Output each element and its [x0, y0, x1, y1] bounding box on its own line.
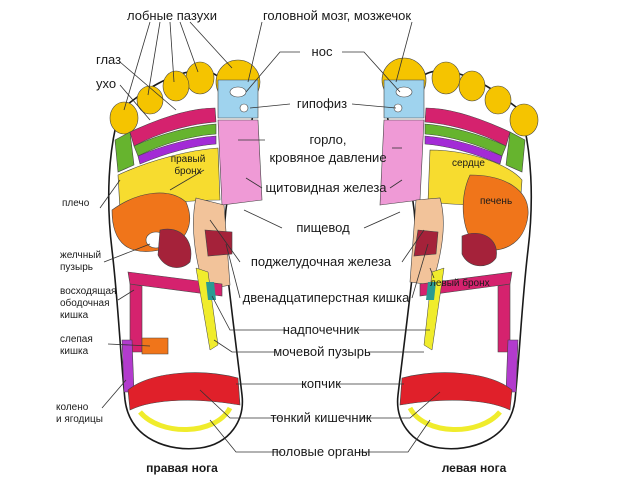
right-foot — [107, 59, 263, 450]
right-duodenum-zone — [204, 229, 233, 257]
leader-lines — [99, 21, 441, 453]
right-maroon-zone — [157, 228, 192, 268]
right-shoulder-green — [114, 131, 135, 173]
label-left-bronchus: левый бронх — [430, 277, 490, 289]
right-toe-2 — [185, 61, 215, 95]
left-eye-ear-band — [424, 107, 511, 147]
label-right-bronchus-1: правый — [171, 154, 206, 165]
left-shoulder-green — [505, 131, 526, 173]
right-eye-ear-band — [129, 107, 217, 147]
left-band-purple — [424, 135, 503, 165]
label-small-intestine: тонкий кишечник — [270, 410, 371, 425]
label-gallbladder-2: пузырь — [60, 262, 93, 273]
label-colon-2: ободочная — [60, 297, 110, 309]
left-brain-dot — [395, 86, 413, 98]
label-adrenal: надпочечник — [283, 322, 360, 337]
label-cecum-1: слепая — [60, 334, 93, 345]
right-toe-3 — [162, 70, 190, 102]
label-pituitary: гипофиз — [297, 96, 347, 111]
right-ureter-zone — [195, 267, 219, 351]
right-cecum-zone — [141, 337, 169, 355]
label-ear: ухо — [96, 76, 116, 91]
right-teal-zone — [206, 282, 216, 300]
left-band-green — [424, 123, 507, 157]
right-colon-bar — [127, 271, 223, 297]
left-toe-3 — [458, 70, 486, 102]
label-cecum-2: кишка — [60, 346, 89, 357]
label-nose: нос — [312, 44, 333, 59]
label-throat-1: горло, — [309, 132, 346, 147]
label-brain: головной мозг, мозжечок — [263, 8, 411, 23]
right-knee-zone — [121, 339, 135, 393]
label-liver: печень — [480, 196, 512, 207]
label-bladder: мочевой пузырь — [273, 344, 371, 359]
label-heart: сердце — [452, 158, 485, 169]
label-left-foot: левая нога — [442, 461, 507, 475]
left-toe-5 — [509, 103, 539, 137]
left-colon-bar — [419, 271, 513, 297]
label-coccyx: копчик — [301, 376, 341, 391]
right-heel-arc — [138, 406, 233, 432]
label-duodenum: двенадцатиперстная кишка — [243, 290, 411, 305]
label-esophagus: пищевод — [296, 220, 350, 235]
left-knee-zone — [505, 339, 519, 393]
label-right-bronchus-2: бронх — [174, 165, 201, 177]
right-brain-dot — [229, 86, 247, 98]
left-thyroid-zone — [379, 119, 425, 206]
left-liver-zone — [462, 174, 529, 251]
labels: лобные пазухи глаз ухо головной мозг, мо… — [56, 8, 512, 475]
left-nose-zone — [383, 79, 425, 119]
left-heel-arc — [407, 406, 502, 432]
right-band-green — [133, 123, 217, 157]
label-genitals: половые органы — [272, 444, 371, 459]
label-knee-1: колено — [56, 402, 89, 413]
label-shoulder: плечо — [62, 198, 90, 209]
left-colon-vertical — [497, 283, 511, 353]
label-gallbladder-1: желчный — [60, 250, 101, 261]
left-maroon-zone — [461, 232, 497, 267]
label-colon-1: восходящая — [60, 286, 116, 297]
right-toe-5 — [109, 101, 139, 135]
right-nose-zone — [217, 79, 259, 119]
label-colon-3: кишка — [60, 310, 89, 321]
right-thyroid-zone — [217, 119, 263, 206]
label-throat-2: кровяное давление — [269, 150, 386, 165]
label-knee-2: и ягодицы — [56, 414, 103, 425]
label-right-foot: правая нога — [146, 461, 218, 475]
left-foot — [379, 57, 539, 450]
label-eye: глаз — [96, 52, 121, 67]
left-heel-red — [399, 372, 513, 411]
label-sinuses: лобные пазухи — [127, 8, 217, 23]
left-teal-zone — [426, 282, 436, 300]
label-thyroid: щитовидная железа — [265, 180, 387, 195]
left-ureter-zone — [423, 267, 445, 351]
right-band-purple — [137, 135, 217, 165]
right-pituitary-dot — [239, 103, 249, 113]
left-toe-2 — [431, 61, 461, 95]
label-pancreas: поджелудочная железа — [251, 254, 392, 269]
left-toe-4 — [484, 85, 512, 115]
